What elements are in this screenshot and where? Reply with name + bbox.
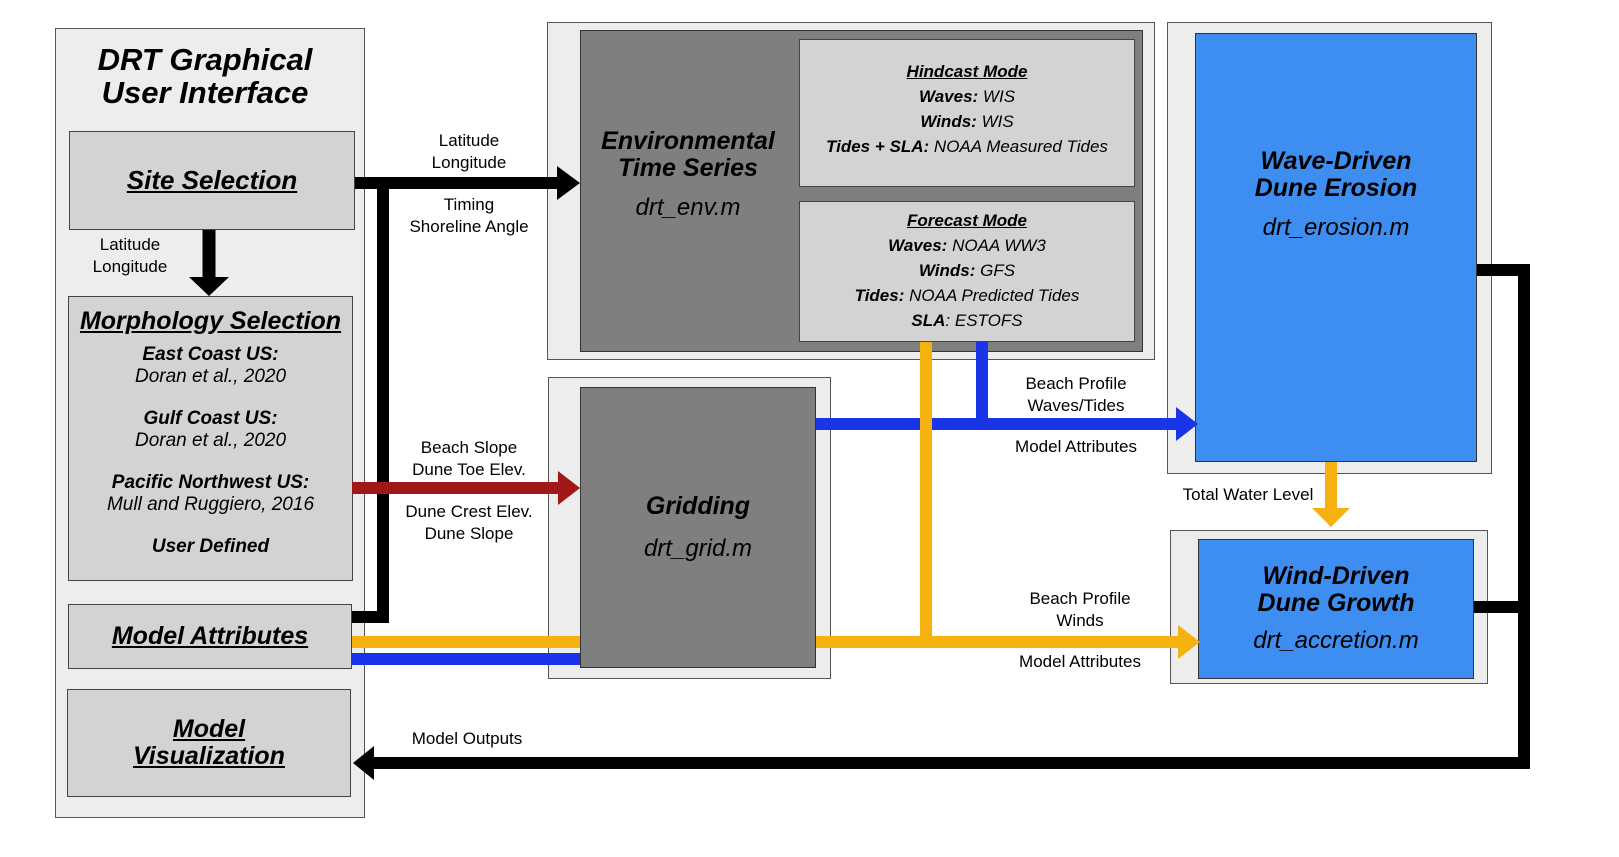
forecast-row: Winds: GFS <box>918 261 1016 280</box>
morphology-user-defined: User Defined <box>151 536 270 557</box>
erosion-script: drt_erosion.m <box>1262 214 1410 241</box>
morphology-selection-box[interactable]: Morphology Selection East Coast US: Dora… <box>68 296 353 581</box>
label-total-water-level: Total Water Level <box>1182 485 1314 504</box>
model-attributes-label: Model Attributes <box>111 622 309 650</box>
env-script: drt_env.m <box>635 194 741 221</box>
morphology-entry: Gulf Coast US: Doran et al., 2020 <box>134 408 287 451</box>
label-morph-grid-bottom: Dune Crest Elev. Dune Slope <box>405 502 533 543</box>
env-title: Environmental Time Series drt_env.m <box>601 127 775 222</box>
model-visualization-box[interactable]: Model Visualization <box>67 689 351 797</box>
red-flow-morph-to-grid <box>352 471 580 505</box>
hindcast-mode-box: Hindcast Mode Waves: WIS Winds: WIS Tide… <box>799 39 1135 187</box>
gridding-script: drt_grid.m <box>643 535 753 562</box>
morphology-entry: Pacific Northwest US: Mull and Ruggiero,… <box>106 472 315 515</box>
gridding-box: Gridding drt_grid.m <box>580 387 816 668</box>
accretion-box: Wind-Driven Dune Growth drt_accretion.m <box>1198 539 1474 679</box>
black-flow-model-outputs <box>353 264 1530 780</box>
label-model-outputs: Model Outputs <box>411 729 523 748</box>
hindcast-row: Tides + SLA: NOAA Measured Tides <box>826 137 1108 156</box>
orange-flow-total-water-level <box>1312 462 1350 527</box>
gridding-title: Gridding <box>645 492 751 520</box>
forecast-title: Forecast Mode <box>907 211 1027 230</box>
hindcast-row: Winds: WIS <box>920 112 1014 131</box>
black-flow-site-to-env <box>355 166 580 200</box>
site-selection-box[interactable]: Site Selection <box>69 131 355 230</box>
forecast-mode-box: Forecast Mode Waves: NOAA WW3 Winds: GFS… <box>799 201 1135 342</box>
morphology-entry: East Coast US: Doran et al., 2020 <box>134 344 287 387</box>
label-morph-grid-top: Beach Slope Dune Toe Elev. <box>412 438 526 479</box>
label-to-accretion-bottom: Model Attributes <box>1019 652 1141 671</box>
accretion-script: drt_accretion.m <box>1253 627 1419 654</box>
orange-flow-to-accretion <box>816 342 1200 659</box>
model-attributes-box[interactable]: Model Attributes <box>68 604 352 669</box>
label-to-accretion-top: Beach Profile Winds <box>1029 589 1131 630</box>
forecast-row: Waves: NOAA WW3 <box>888 236 1046 255</box>
gui-title: DRT Graphical User Interface <box>97 42 313 110</box>
label-to-erosion-top: Beach Profile Waves/Tides <box>1025 374 1127 415</box>
hindcast-row: Waves: WIS <box>918 87 1016 106</box>
black-flow-site-to-morph <box>189 230 229 296</box>
label-site-morph: Latitude Longitude <box>92 235 168 276</box>
morphology-title: Morphology Selection <box>79 307 342 335</box>
forecast-row: SLA: ESTOFS <box>911 311 1023 330</box>
hindcast-title: Hindcast Mode <box>906 62 1028 81</box>
site-selection-label: Site Selection <box>126 165 298 195</box>
blue-flow-to-erosion <box>816 342 1198 441</box>
erosion-box: Wave-Driven Dune Erosion drt_erosion.m <box>1195 33 1477 462</box>
label-to-erosion-bottom: Model Attributes <box>1015 437 1137 456</box>
label-site-env-top: Latitude Longitude <box>431 131 507 172</box>
forecast-row: Tides: NOAA Predicted Tides <box>854 286 1080 305</box>
label-site-env-bottom: Timing Shoreline Angle <box>409 195 529 236</box>
